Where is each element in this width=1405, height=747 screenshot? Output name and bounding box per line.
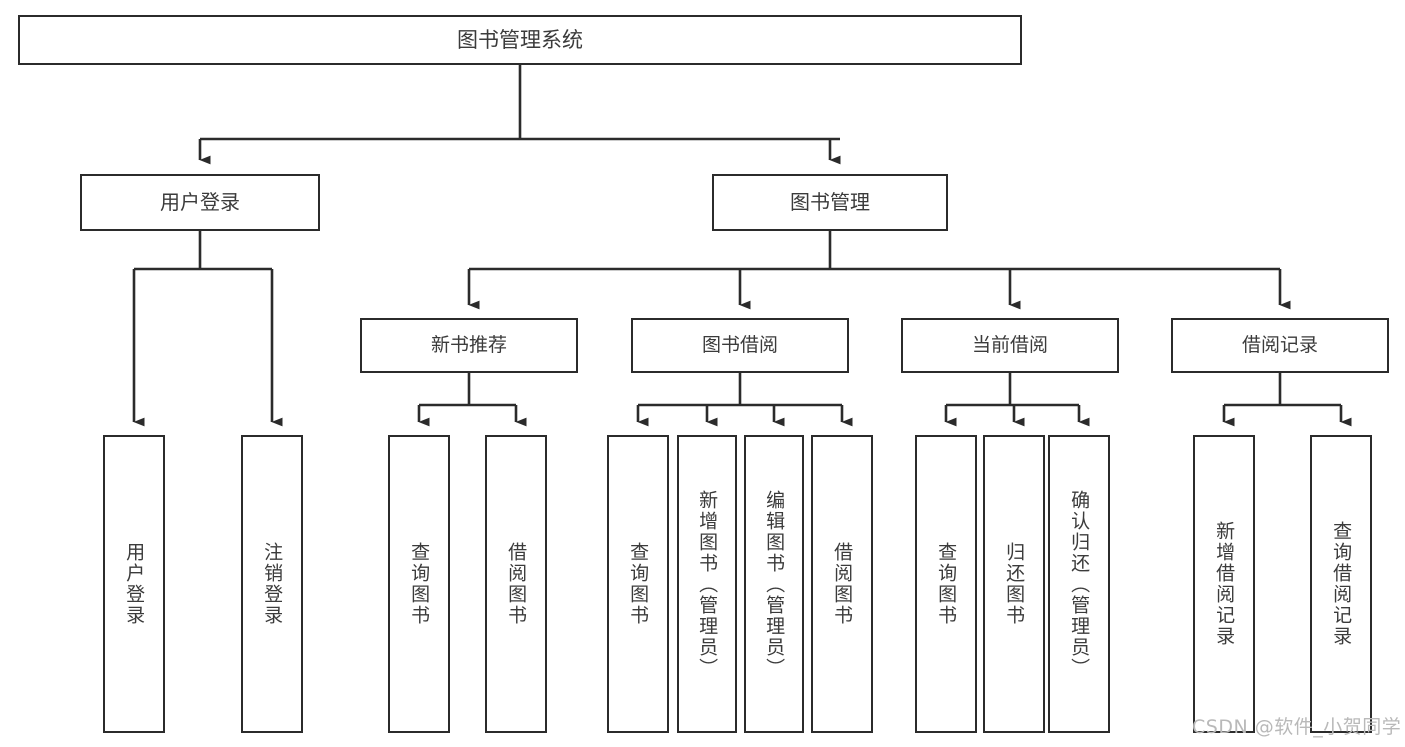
leaf-label: 查询图书: [408, 542, 431, 626]
leaf-label: 借阅图书: [831, 542, 854, 626]
leaf-label: 编辑图书（管理员）: [763, 489, 786, 679]
leaf-label: 确认归还（管理员）: [1068, 489, 1091, 679]
node-leaf-borrow-book-2[interactable]: 借阅图书: [811, 435, 873, 733]
csdn-watermark: CSDN @软件_小贺同学: [1192, 716, 1402, 738]
node-leaf-query-record[interactable]: 查询借阅记录: [1310, 435, 1372, 733]
node-book-borrow[interactable]: 图书借阅: [631, 318, 849, 373]
node-leaf-query-book-3[interactable]: 查询图书: [915, 435, 977, 733]
leaf-label: 新增图书（管理员）: [696, 489, 719, 679]
node-leaf-query-book-1[interactable]: 查询图书: [388, 435, 450, 733]
node-root-label: 图书管理系统: [457, 27, 583, 52]
node-new-book-rec[interactable]: 新书推荐: [360, 318, 578, 373]
node-borrow-record-label: 借阅记录: [1241, 334, 1318, 357]
node-book-manage-label: 图书管理: [790, 189, 870, 214]
node-current-borrow[interactable]: 当前借阅: [901, 318, 1119, 373]
node-leaf-return-book[interactable]: 归还图书: [983, 435, 1045, 733]
node-user-login[interactable]: 用户登录: [80, 174, 320, 231]
leaf-label: 用户登录: [123, 542, 146, 626]
node-leaf-query-book-2[interactable]: 查询图书: [607, 435, 669, 733]
node-leaf-confirm-return[interactable]: 确认归还（管理员）: [1048, 435, 1110, 733]
node-root[interactable]: 图书管理系统: [18, 15, 1022, 65]
leaf-label: 查询图书: [627, 542, 650, 626]
node-leaf-user-login[interactable]: 用户登录: [103, 435, 165, 733]
leaf-label: 归还图书: [1003, 542, 1026, 626]
node-user-login-label: 用户登录: [160, 189, 240, 214]
node-book-manage[interactable]: 图书管理: [712, 174, 948, 231]
leaf-label: 借阅图书: [505, 542, 528, 626]
node-leaf-user-logout[interactable]: 注销登录: [241, 435, 303, 733]
node-leaf-borrow-book-1[interactable]: 借阅图书: [485, 435, 547, 733]
node-leaf-add-book[interactable]: 新增图书（管理员）: [677, 435, 737, 733]
node-leaf-add-record[interactable]: 新增借阅记录: [1193, 435, 1255, 733]
node-leaf-edit-book[interactable]: 编辑图书（管理员）: [744, 435, 804, 733]
node-current-borrow-label: 当前借阅: [971, 334, 1048, 357]
node-new-book-rec-label: 新书推荐: [430, 334, 507, 357]
node-book-borrow-label: 图书借阅: [701, 334, 778, 357]
leaf-label: 注销登录: [261, 542, 284, 626]
node-borrow-record[interactable]: 借阅记录: [1171, 318, 1389, 373]
leaf-label: 查询借阅记录: [1330, 521, 1353, 647]
leaf-label: 查询图书: [935, 542, 958, 626]
leaf-label: 新增借阅记录: [1213, 521, 1236, 647]
